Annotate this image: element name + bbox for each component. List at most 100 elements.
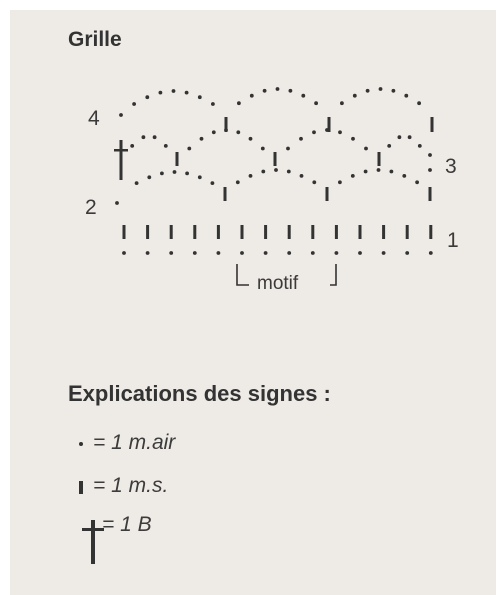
row1-single-crochet (193, 225, 197, 239)
row2-arch-chain (235, 180, 240, 185)
row4-arch-chain (417, 101, 421, 106)
row3-arch-chain (286, 146, 290, 151)
row1-single-crochet (382, 225, 386, 239)
legend-single-crochet: = 1 m.s. (93, 474, 169, 497)
row4-arch-chain (404, 93, 409, 98)
row1-chain (169, 251, 174, 255)
row1-chain (287, 251, 292, 255)
row4-arch-chain (314, 101, 318, 106)
row4-arch-chain (237, 101, 241, 106)
row1-chain (358, 251, 362, 255)
row4-arch-chain (184, 90, 189, 95)
row1-chain (145, 251, 150, 255)
row-label-3: 3 (445, 155, 457, 178)
row3-arch-chain (130, 144, 135, 148)
row3-single-crochet (175, 152, 179, 166)
row3-single-crochet (273, 152, 277, 166)
row4-arch-chain (391, 88, 396, 93)
row2-arch-chain (415, 180, 419, 185)
row4-arch-chain (211, 102, 215, 106)
row4-chain (119, 113, 123, 117)
row2-arch-chain (134, 181, 139, 186)
row3-arch-chain (417, 144, 422, 148)
row2-single-crochet (325, 187, 329, 201)
row3-treble-crochet-crossbar (114, 149, 128, 152)
row2-arch-chain (248, 174, 253, 178)
row2-arch-chain (402, 174, 407, 178)
row1-chain (216, 251, 221, 255)
row1-chain (263, 251, 268, 255)
row3-arch-chain (338, 130, 342, 135)
row2-arch-chain (160, 171, 164, 176)
row-label-1: 1 (447, 229, 459, 252)
row2-arch-chain (299, 174, 304, 178)
row1-single-crochet (169, 225, 173, 239)
row3-arch-chain (163, 144, 168, 148)
row4-arch-chain (132, 102, 137, 106)
row2-arch-chain (376, 168, 381, 172)
row2-arch-chain (350, 174, 355, 178)
row3-single-crochet (377, 152, 381, 166)
row3-arch-chain (397, 135, 402, 140)
row3-arch-chain (199, 136, 204, 141)
paper-background (10, 10, 496, 595)
row4-arch-chain (262, 88, 267, 93)
row1-single-crochet (122, 225, 126, 239)
legend-title: Explications des signes : (68, 381, 331, 406)
row1-single-crochet (405, 225, 409, 239)
row2-arch-chain (172, 170, 177, 174)
row4-arch-chain (365, 88, 370, 93)
chart-title: Grille (68, 28, 122, 51)
row1-chain (381, 251, 386, 255)
row4-arch-chain (197, 95, 202, 100)
row2-single-crochet (223, 187, 227, 201)
row2-arch-chain (286, 169, 291, 174)
row4-single-crochet (224, 117, 228, 132)
row1-chain (428, 251, 433, 255)
row-label-2: 2 (85, 196, 97, 219)
row3-arch-chain (351, 136, 355, 141)
row1-single-crochet (240, 225, 244, 239)
row1-chain (334, 251, 339, 255)
row2-arch-chain (363, 169, 368, 174)
row1-chain (405, 251, 410, 255)
row-label-4: 4 (88, 107, 100, 130)
row1-single-crochet (334, 225, 338, 239)
row3-arch-chain (312, 130, 316, 135)
row2-arch-chain (261, 169, 266, 174)
row1-single-crochet (358, 225, 362, 239)
row1-chain (310, 251, 315, 255)
row4-arch-chain (340, 101, 344, 106)
row3-arch-chain (248, 136, 253, 141)
row1-single-crochet (216, 225, 220, 239)
row2-arch-chain (389, 169, 394, 174)
row3-arch-chain (141, 135, 146, 140)
row1-single-crochet (287, 225, 291, 239)
chain-stitch-symbol (79, 442, 83, 446)
row3-arch-chain (236, 130, 241, 135)
row3-arch-chain (260, 146, 265, 151)
row2-arch-chain (210, 181, 215, 186)
row4-arch-chain (301, 93, 306, 98)
chart-marks (114, 87, 434, 286)
row3-arch-chain (364, 146, 368, 151)
row1-single-crochet (429, 225, 433, 239)
row4-single-crochet (430, 117, 434, 132)
row4-arch-chain (288, 88, 293, 93)
row4-arch-chain (171, 89, 176, 93)
row4-single-crochet (327, 117, 331, 132)
row4-arch-chain (158, 90, 163, 95)
row2-arch-chain (274, 168, 278, 172)
row1-chain (240, 251, 244, 255)
row3-arch-chain (299, 136, 303, 141)
row3-chain (428, 153, 432, 157)
motif-bracket (236, 264, 337, 286)
row2-arch-chain (185, 171, 190, 176)
row2-arch-chain (197, 175, 202, 180)
row1-single-crochet (146, 225, 150, 239)
row1-chain (192, 251, 197, 255)
row3-arch-chain (187, 146, 192, 151)
row4-arch-chain (249, 93, 254, 98)
